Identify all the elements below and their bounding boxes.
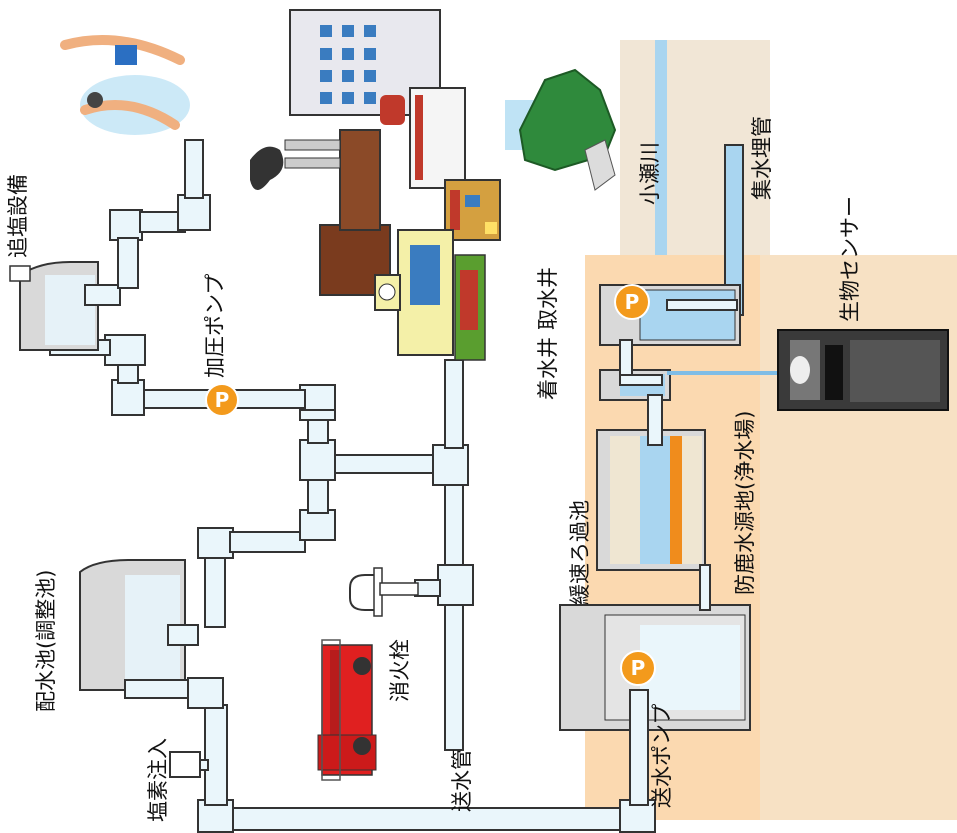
transmission-pump-icon: P bbox=[620, 650, 656, 686]
fire-hydrant-icon bbox=[349, 567, 419, 617]
label-intake-well: 取水井 bbox=[536, 267, 560, 330]
label-chlorine-injection: 塩素注入 bbox=[146, 738, 170, 822]
river-water bbox=[655, 40, 667, 255]
mountain-icon bbox=[505, 68, 617, 191]
slow-filter-basin bbox=[596, 429, 706, 571]
intake-pump-icon: P bbox=[614, 284, 650, 320]
label-slow-filter: 緩速ろ過池 bbox=[568, 500, 592, 605]
salt-tank-icon bbox=[9, 261, 121, 351]
transmission-pipe bbox=[204, 807, 646, 831]
svg-text:P: P bbox=[215, 388, 230, 412]
distribution-reservoir bbox=[79, 559, 224, 709]
label-facility: 防鹿水源地(浄水場) bbox=[733, 410, 757, 595]
label-collector-pipe: 集水埋管 bbox=[750, 116, 774, 200]
label-booster-pump: 加圧ポンプ bbox=[203, 273, 227, 378]
label-fire-hydrant: 消火栓 bbox=[388, 639, 412, 702]
label-salt-equipment: 追塩設備 bbox=[6, 174, 30, 258]
house-icon bbox=[444, 179, 501, 241]
riverbank bbox=[620, 40, 770, 255]
label-distribution-reservoir: 配水池(調整池) bbox=[34, 569, 58, 712]
buildings-icon bbox=[289, 9, 466, 189]
label-transmission-pipe: 送水管 bbox=[450, 749, 474, 812]
swimmers-icon bbox=[60, 35, 190, 135]
label-river: 小瀬川 bbox=[638, 142, 662, 205]
svg-text:P: P bbox=[631, 656, 646, 680]
label-bio-sensor: 生物センサー bbox=[838, 196, 862, 322]
bio-sensor-device-icon bbox=[777, 329, 949, 411]
fire-truck-icon bbox=[317, 639, 377, 781]
booster-pump-icon: P bbox=[205, 383, 239, 417]
factory-icon bbox=[250, 129, 391, 296]
chlorine-injector bbox=[169, 751, 201, 778]
school-icon bbox=[374, 229, 486, 361]
svg-text:P: P bbox=[625, 290, 640, 314]
clear-water-reservoir bbox=[559, 604, 751, 731]
label-receiving-well: 着水井 bbox=[536, 337, 560, 400]
label-transmission-pump: 送水ポンプ bbox=[650, 703, 674, 808]
